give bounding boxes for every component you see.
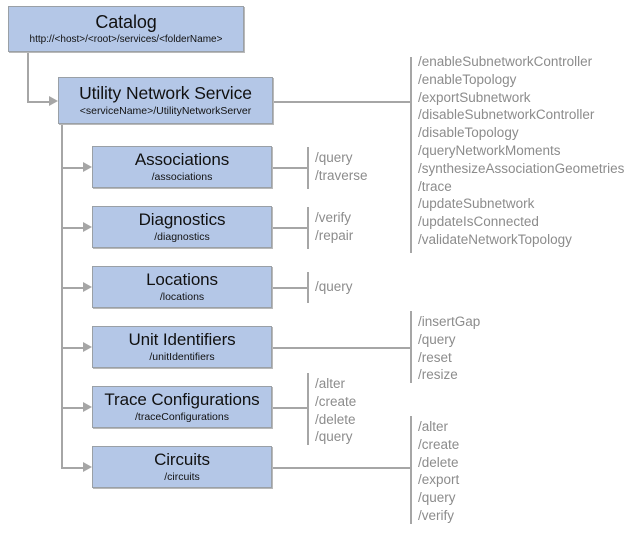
bracket-trace-configurations-operations (307, 373, 309, 445)
operation-item: /updateIsConnected (418, 214, 539, 230)
connector-to-circuits (61, 467, 85, 469)
operation-item: /delete (315, 411, 356, 427)
operation-item: /delete (418, 454, 459, 470)
arrow-to-unit-identifiers (83, 342, 92, 352)
node-utility-network-service-title: Utility Network Service (79, 83, 252, 104)
node-trace-configurations-title: Trace Configurations (104, 389, 260, 409)
operation-item: /query (315, 429, 353, 445)
node-utility-network-service-path: <serviceName>/UtilityNetworkServer (79, 104, 252, 117)
node-diagnostics-title: Diagnostics (138, 209, 226, 229)
arrow-to-circuits (83, 462, 92, 472)
node-catalog-title: Catalog (95, 11, 157, 32)
bracket-uns-operations (410, 57, 412, 253)
operation-item: /updateSubnetwork (418, 196, 535, 212)
connector-unit-identifiers-operations (271, 347, 411, 349)
connector-uns-operations (272, 101, 411, 103)
operations-utility-network-service: /enableSubnetworkController/enableTopolo… (418, 53, 624, 249)
connector-catalog-down (27, 52, 29, 102)
node-locations-path: /locations (159, 291, 205, 304)
operations-associations: /query/traverse (315, 149, 368, 185)
node-catalog[interactable]: Catalog http://<host>/<root>/services/<f… (8, 6, 244, 52)
connector-circuits-operations (271, 467, 411, 469)
bracket-circuits-operations (410, 416, 412, 524)
connector-to-locations (61, 287, 85, 289)
operations-trace-configurations: /alter/create/delete/query (315, 375, 356, 446)
bracket-locations-operations (307, 272, 309, 303)
operations-unit-identifiers: /insertGap/query/reset/resize (418, 313, 480, 384)
operation-item: /synthesizeAssociationGeometries (418, 160, 625, 176)
operation-item: /disableTopology (418, 125, 519, 141)
connector-to-associations (61, 167, 85, 169)
operation-item: /verify (418, 507, 455, 523)
arrow-to-associations (83, 162, 92, 172)
node-locations[interactable]: Locations /locations (92, 266, 272, 308)
bracket-associations-operations (307, 147, 309, 189)
operation-item: /alter (418, 419, 449, 434)
node-locations-title: Locations (146, 269, 218, 289)
operation-item: /alter (315, 376, 346, 391)
operation-item: /enableSubnetworkController (418, 54, 593, 69)
bracket-diagnostics-operations (307, 207, 309, 249)
operation-item: /resize (418, 367, 458, 383)
connector-trace-configurations-operations (271, 407, 308, 409)
node-catalog-path: http://<host>/<root>/services/<folderNam… (29, 33, 223, 45)
operation-item: /query (315, 150, 353, 165)
operation-item: /queryNetworkMoments (418, 142, 561, 158)
operation-item: /disableSubnetworkController (418, 107, 595, 123)
connector-to-unit-identifiers (61, 347, 85, 349)
operation-item: /query (418, 331, 456, 347)
arrow-to-diagnostics (83, 222, 92, 232)
operation-item: /create (315, 393, 357, 409)
connector-to-trace-configurations (61, 407, 85, 409)
operation-item: /repair (315, 227, 354, 243)
node-circuits-path: /circuits (164, 471, 200, 484)
node-associations-title: Associations (134, 149, 230, 169)
operations-locations: /query (315, 278, 353, 296)
operation-item: /create (418, 436, 460, 452)
node-trace-configurations-path: /traceConfigurations (135, 411, 229, 424)
operation-item: /verify (315, 210, 352, 225)
node-circuits-title: Circuits (154, 449, 210, 469)
operation-item: /trace (418, 178, 452, 194)
node-unit-identifiers-title: Unit Identifiers (128, 329, 236, 349)
operation-item: /reset (418, 349, 452, 365)
connector-associations-operations (271, 167, 308, 169)
connector-locations-operations (271, 287, 308, 289)
operation-item: /insertGap (418, 314, 481, 329)
node-diagnostics[interactable]: Diagnostics /diagnostics (92, 206, 272, 248)
operations-diagnostics: /verify/repair (315, 209, 353, 245)
operation-item: /validateNetworkTopology (418, 231, 572, 247)
node-unit-identifiers-path: /unitIdentifiers (149, 351, 215, 364)
node-circuits[interactable]: Circuits /circuits (92, 446, 272, 488)
node-associations[interactable]: Associations /associations (92, 146, 272, 188)
bracket-unit-identifiers-operations (410, 311, 412, 383)
arrow-to-locations (83, 282, 92, 292)
operation-item: /query (418, 490, 456, 506)
connector-uns-trunk (61, 124, 63, 467)
node-unit-identifiers[interactable]: Unit Identifiers /unitIdentifiers (92, 326, 272, 368)
connector-to-diagnostics (61, 227, 85, 229)
operation-item: /export (418, 472, 460, 488)
arrow-catalog-to-uns (49, 96, 58, 106)
connector-catalog-to-uns (27, 101, 51, 103)
node-associations-path: /associations (151, 171, 213, 184)
operation-item: /traverse (315, 167, 368, 183)
node-trace-configurations[interactable]: Trace Configurations /traceConfiguration… (92, 386, 272, 428)
operation-item: /query (315, 279, 353, 294)
operation-item: /enableTopology (418, 71, 517, 87)
node-utility-network-service[interactable]: Utility Network Service <serviceName>/Ut… (58, 77, 273, 124)
operation-item: /exportSubnetwork (418, 89, 531, 105)
node-diagnostics-path: /diagnostics (154, 231, 210, 244)
connector-diagnostics-operations (271, 227, 308, 229)
operations-circuits: /alter/create/delete/export/query/verify (418, 418, 459, 525)
arrow-to-trace-configurations (83, 402, 92, 412)
